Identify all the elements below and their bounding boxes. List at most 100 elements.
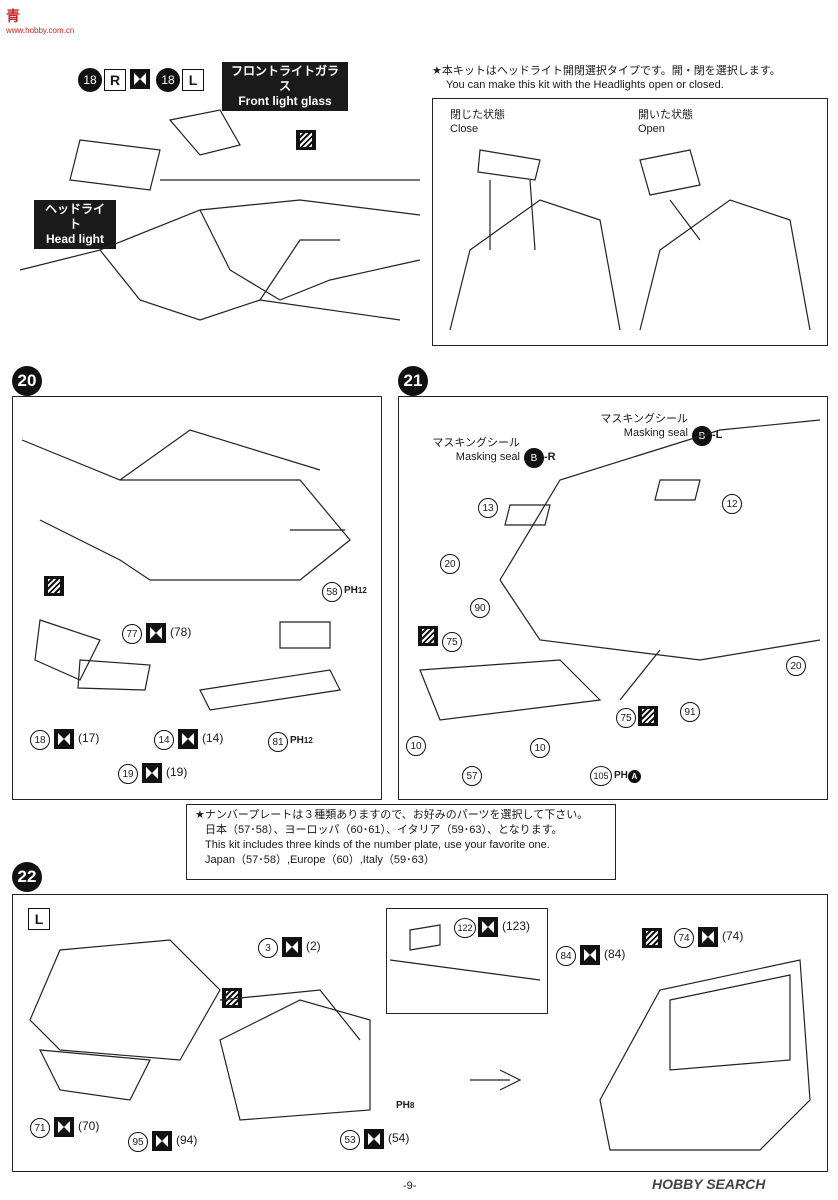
part-54-mirror: (54): [388, 1131, 410, 1145]
close-en: Close: [450, 123, 479, 135]
part-14: 14: [154, 730, 174, 750]
headlight-label: ヘッドライト Head light: [34, 200, 116, 249]
masking-seal-r-label: マスキングシール Masking seal: [410, 436, 520, 464]
headlight-jp: ヘッドライト: [44, 202, 105, 231]
mirror-pair-icon: [580, 945, 600, 965]
plate-note-jp-1: ★ナンバープレートは３種類ありますので、お好みのパーツを選択して下さい。: [195, 809, 589, 821]
part-74: 74: [674, 928, 694, 948]
part-84-mirror: (84): [604, 947, 626, 961]
headlight-note-en: You can make this kit with the Headlight…: [446, 79, 724, 91]
mirror-pair-icon: [478, 917, 498, 937]
part-74-mirror: (74): [722, 929, 744, 943]
mirror-pair-icon: [142, 763, 162, 783]
watermark-url: www.hobby.com.cn: [6, 26, 75, 35]
close-open-panel: [432, 98, 828, 346]
part-71: 71: [30, 1118, 50, 1138]
part-14-mirror: (14): [202, 731, 224, 745]
part-number-18: 18: [78, 68, 102, 92]
step22-drawing: [29, 924, 811, 1151]
headlight-en: Head light: [45, 232, 104, 246]
front-glass-en: Front light glass: [238, 94, 332, 108]
page-number: -9-: [403, 1180, 417, 1192]
part-105: 105: [590, 766, 612, 786]
headlight-note: ★本キットはヘッドライト開閉選択タイプです。開・閉を選択します。 You can…: [432, 64, 822, 92]
ph-label: PH12: [344, 585, 367, 596]
part-18: 18: [30, 730, 50, 750]
step20-drawing: [21, 429, 351, 711]
ph-label: PH12: [290, 735, 313, 746]
mirror-pair-icon: [282, 937, 302, 957]
mirror-pair-icon: [364, 1129, 384, 1149]
watermark-chars: 青: [6, 8, 20, 24]
glue-icon: [44, 576, 64, 596]
plate-note-en-2: Japan（57･58）,Europe（60）,Italy（59･63）: [205, 854, 435, 866]
part-75-right: 75: [616, 708, 636, 728]
mirror-pair-icon: [178, 729, 198, 749]
mirror-pair-icon: [130, 69, 150, 89]
part-53: 53: [340, 1130, 360, 1150]
part-3: 3: [258, 938, 278, 958]
mirror-pair-icon: [698, 927, 718, 947]
step19-body-drawing: [19, 109, 421, 321]
right-side-box: R: [104, 69, 126, 91]
front-glass-label: フロントライトガラス Front light glass: [222, 62, 348, 111]
part-94-mirror: (94): [176, 1133, 198, 1147]
part-20: 20: [440, 554, 460, 574]
glue-icon: [642, 928, 662, 948]
step-20-badge: 20: [12, 366, 42, 396]
left-side-box: L: [28, 908, 50, 930]
close-open-drawings: [449, 149, 811, 331]
part-81: 81: [268, 732, 288, 752]
step-21-badge: 21: [398, 366, 428, 396]
headlight-note-jp: ★本キットはヘッドライト開閉選択タイプです。開・閉を選択します。: [432, 65, 781, 77]
watermark-logo: 青 www.hobby.com.cn: [6, 6, 74, 35]
plate-note-en-1: This kit includes three kinds of the num…: [205, 839, 550, 851]
part-70-mirror: (70): [78, 1119, 100, 1133]
part-2-mirror: (2): [306, 939, 321, 953]
part-17-mirror: (17): [78, 731, 100, 745]
open-en: Open: [638, 123, 665, 135]
masking-seal-l-label: マスキングシール Masking seal: [578, 412, 688, 440]
glue-icon: [296, 130, 316, 150]
close-jp: 閉じた状態: [450, 109, 505, 121]
mask-jp: マスキングシール: [600, 413, 688, 425]
part-10-right: 10: [530, 738, 550, 758]
mask-en: Masking seal: [623, 427, 688, 439]
front-glass-jp: フロントライトガラス: [230, 64, 339, 93]
open-label: 開いた状態 Open: [638, 108, 693, 136]
part-75: 75: [442, 632, 462, 652]
part-19-mirror: (19): [166, 765, 188, 779]
mask-jp: マスキングシール: [432, 437, 520, 449]
step-22-badge: 22: [12, 862, 42, 892]
glue-icon: [418, 626, 438, 646]
part-19: 19: [118, 764, 138, 784]
part-122: 122: [454, 918, 476, 938]
ph-value: 12: [357, 586, 367, 595]
mirror-pair-icon: [146, 623, 166, 643]
left-side-box: L: [182, 69, 204, 91]
part-20-right: 20: [786, 656, 806, 676]
ph-value: 12: [303, 736, 313, 745]
mirror-pair-icon: [152, 1131, 172, 1151]
mask-en: Masking seal: [455, 451, 520, 463]
mirror-pair-icon: [54, 1117, 74, 1137]
part-91: 91: [680, 702, 700, 722]
part-57: 57: [462, 766, 482, 786]
part-84: 84: [556, 946, 576, 966]
part-123-mirror: (123): [502, 919, 531, 933]
part-58: 58: [322, 582, 342, 602]
seal-b-r-icon: B: [524, 448, 544, 468]
brand-watermark: HOBBY SEARCH: [652, 1176, 766, 1192]
mirror-pair-icon: [54, 729, 74, 749]
seal-l-side: -L: [712, 429, 723, 441]
close-label: 閉じた状態 Close: [450, 108, 505, 136]
part-95: 95: [128, 1132, 148, 1152]
glue-icon: [638, 706, 658, 726]
number-plate-note: ★ナンバープレートは３種類ありますので、お好みのパーツを選択して下さい。 日本（…: [186, 804, 616, 880]
part-13: 13: [478, 498, 498, 518]
ph-8-value: 8: [409, 1101, 415, 1110]
ph-a-badge: A: [627, 770, 641, 783]
part-number-18-left: 18: [156, 68, 180, 92]
